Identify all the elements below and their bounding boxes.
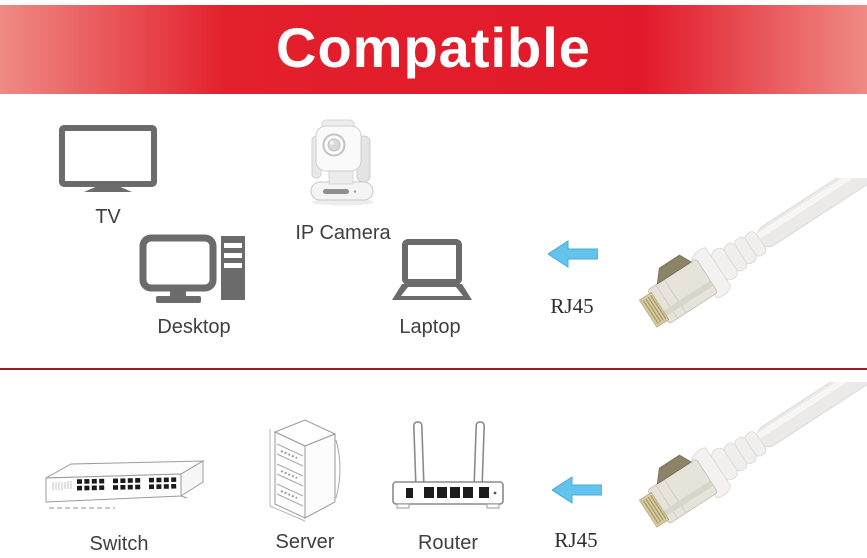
connector-label: RJ45: [554, 528, 598, 552]
ip-camera-icon: [303, 112, 383, 207]
rj45-cable-photo: [630, 178, 867, 360]
switch-icon: [31, 452, 207, 514]
device-label: Server: [275, 531, 335, 553]
device-switch: Switch: [28, 452, 210, 554]
tv-icon: [58, 124, 158, 194]
device-server: Server: [264, 412, 346, 552]
device-ip-camera: IP Camera: [282, 112, 404, 243]
left-arrow-icon: [548, 240, 598, 268]
desktop-icon: [139, 234, 249, 304]
device-label: Desktop: [157, 316, 231, 338]
section-divider: [0, 368, 867, 370]
server-icon: [267, 412, 343, 522]
device-router: Router: [390, 420, 506, 553]
laptop-icon: [387, 238, 473, 304]
device-label: Switch: [89, 533, 149, 555]
device-tv: TV: [56, 124, 160, 227]
device-label: Laptop: [399, 316, 461, 338]
banner: Compatible: [0, 5, 867, 94]
device-label: TV: [95, 206, 121, 228]
left-arrow-icon: [552, 476, 602, 504]
device-label: Router: [417, 532, 479, 554]
rj45-cable-photo: [630, 382, 867, 558]
device-desktop: Desktop: [138, 234, 250, 337]
device-laptop: Laptop: [382, 238, 478, 337]
banner-title: Compatible: [276, 15, 591, 79]
device-label: IP Camera: [295, 222, 391, 244]
connector-label: RJ45: [550, 294, 594, 318]
router-icon: [391, 420, 505, 520]
